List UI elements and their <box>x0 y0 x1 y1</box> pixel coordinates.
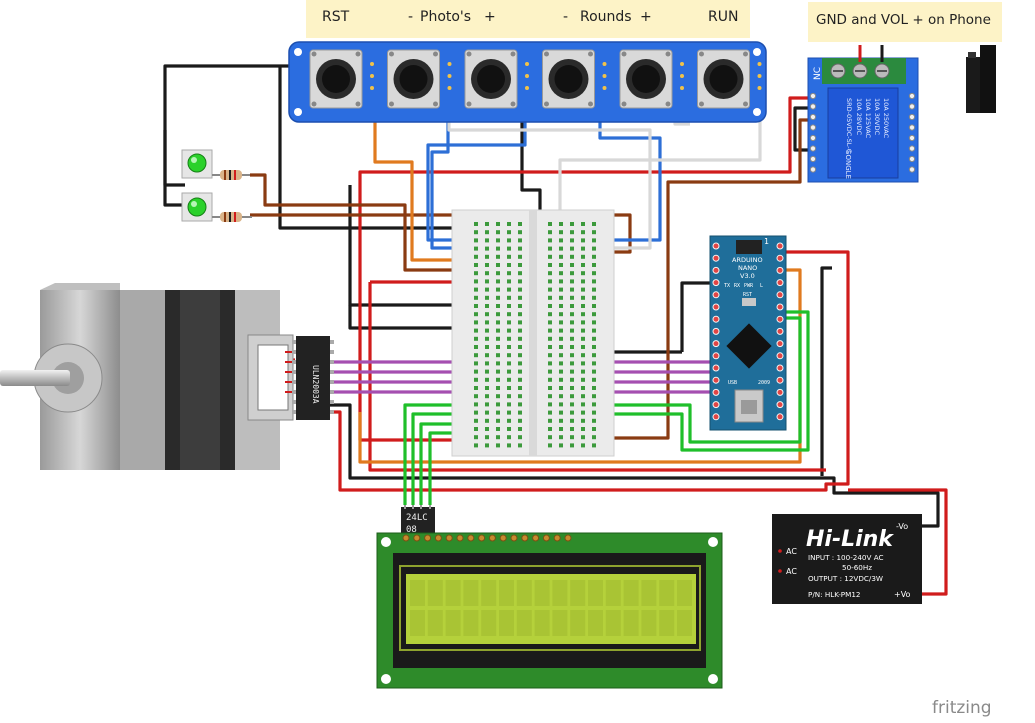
hilink-ac1: AC <box>786 547 797 556</box>
arduino-pwr-mark: PWR <box>744 283 754 289</box>
relay-right-pin <box>908 166 916 173</box>
relay-model: SRD-05VDC-SL-C <box>845 98 853 154</box>
hilink-vminus: -Vo <box>896 522 908 531</box>
arduino-nano: 1 ARDUINO NANO V3.0 TX RX PWR L RST USB … <box>709 235 787 431</box>
uln2003a-chip: ULN2003A <box>292 336 334 420</box>
relay-left-pin <box>809 166 817 173</box>
relay-left-pin <box>809 92 817 100</box>
relay-right-pin <box>908 92 916 100</box>
relay-module: NC 10A 250VAC 10A 30VDC 10A 125VAC 10A 2… <box>807 45 919 183</box>
hilink-vplus: +Vo <box>894 590 911 599</box>
breadboard <box>451 209 615 457</box>
push-button-1[interactable] <box>309 49 374 109</box>
push-button-4[interactable] <box>542 49 607 109</box>
relay-brand: SONGLE <box>844 150 852 179</box>
relay-spec-3: 10A 125VAC <box>864 98 872 139</box>
button-label-strip: RST - Photo's + - Rounds + RUN <box>306 0 750 38</box>
push-button-6[interactable] <box>697 49 762 109</box>
button-board <box>288 41 767 123</box>
relay-left-pin <box>809 134 817 142</box>
label-rounds: Rounds <box>580 9 632 25</box>
push-button-5[interactable] <box>619 49 684 109</box>
lcd-display <box>376 532 723 689</box>
arduino-pin-mark: 1 <box>764 237 769 246</box>
hilink-pn: P/N: HLK-PM12 <box>808 590 860 599</box>
status-leds <box>181 149 252 222</box>
arduino-l-mark: L <box>760 283 763 289</box>
relay-spec-4: 10A 28VDC <box>855 98 863 136</box>
relay-left-pin <box>809 145 817 152</box>
relay-left-pin <box>809 113 817 121</box>
arduino-rx-mark: RX <box>734 283 740 289</box>
wires <box>163 64 948 596</box>
push-button-3[interactable] <box>464 49 529 109</box>
arduino-brand: ARDUINO <box>732 256 763 264</box>
relay-spec-2: 10A 30VDC <box>873 98 881 136</box>
relay-right-pin <box>908 155 916 163</box>
hilink-freq: 50-60Hz <box>842 563 872 572</box>
uln2003a-label: ULN2003A <box>311 365 320 404</box>
relay-left-pin <box>809 124 817 131</box>
hilink-brand: Hi-Link <box>806 527 894 552</box>
label-minus-photos: - <box>408 9 413 25</box>
label-plus-photos: + <box>484 9 496 25</box>
label-minus-rounds: - <box>563 9 568 25</box>
arduino-rst-label: RST <box>743 292 752 298</box>
fritzing-watermark: fritzing <box>932 698 992 718</box>
relay-right-pin <box>908 134 916 142</box>
phone-jack <box>966 45 996 113</box>
relay-right-pin <box>908 113 916 121</box>
relay-spec-1: 10A 250VAC <box>882 98 890 139</box>
relay-left-pin <box>809 103 817 110</box>
hilink-power-module: Hi-Link AC AC INPUT : 100-240V AC 50-60H… <box>772 514 922 604</box>
relay-nc-label: NC <box>813 67 823 80</box>
label-photos: Photo's <box>420 9 471 25</box>
arduino-year: 2009 <box>758 380 770 386</box>
stepper-motor <box>0 283 298 470</box>
hilink-input: INPUT : 100-240V AC <box>808 553 884 562</box>
arduino-model: NANO <box>738 264 757 272</box>
relay-note-text: GND and VOL + on Phone <box>816 12 991 28</box>
label-run: RUN <box>708 9 738 25</box>
relay-note: GND and VOL + on Phone <box>808 2 1002 42</box>
relay-left-pin <box>809 155 817 163</box>
hilink-output: OUTPUT : 12VDC/3W <box>808 574 883 583</box>
relay-right-pin <box>908 103 916 110</box>
arduino-version: V3.0 <box>740 272 755 280</box>
label-rst: RST <box>322 9 350 25</box>
label-plus-rounds: + <box>640 9 652 25</box>
eeprom-line1: 24LC <box>406 513 428 523</box>
relay-right-pin <box>908 124 916 131</box>
eeprom-line2: 08 <box>406 525 417 535</box>
push-button-2[interactable] <box>387 49 452 109</box>
arduino-tx-mark: TX <box>724 283 730 289</box>
arduino-usb-label: USB <box>728 380 737 386</box>
relay-right-pin <box>908 145 916 152</box>
hilink-ac2: AC <box>786 567 797 576</box>
